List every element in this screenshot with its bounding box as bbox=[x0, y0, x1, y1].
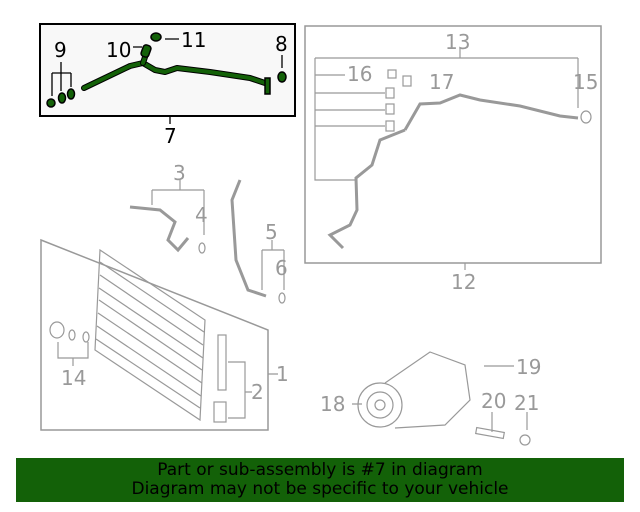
callout-8[interactable]: 8 bbox=[275, 32, 288, 56]
callout-12[interactable]: 12 bbox=[451, 270, 476, 294]
callout-1[interactable]: 1 bbox=[276, 362, 289, 386]
condenser-part-1 bbox=[49, 248, 278, 423]
callout-20[interactable]: 20 bbox=[481, 389, 506, 413]
callout-18[interactable]: 18 bbox=[320, 392, 345, 416]
part-12-box bbox=[304, 25, 602, 264]
banner-line-1: Part or sub-assembly is #7 in diagram bbox=[157, 460, 483, 480]
callout-11[interactable]: 11 bbox=[181, 28, 206, 52]
callout-9[interactable]: 9 bbox=[54, 38, 67, 62]
callout-leaders-7 bbox=[51, 38, 283, 124]
callout-14[interactable]: 14 bbox=[61, 366, 86, 390]
callout-19[interactable]: 19 bbox=[516, 355, 541, 379]
callout-15[interactable]: 15 bbox=[573, 70, 598, 94]
callout-10[interactable]: 10 bbox=[106, 38, 131, 62]
banner-line-2: Diagram may not be specific to your vehi… bbox=[131, 479, 509, 499]
callout-13[interactable]: 13 bbox=[445, 30, 470, 54]
discharge-hose-part-7[interactable] bbox=[46, 32, 287, 108]
callout-2[interactable]: 2 bbox=[251, 380, 264, 404]
callout-6[interactable]: 6 bbox=[275, 256, 288, 280]
callout-5[interactable]: 5 bbox=[265, 220, 278, 244]
callout-16[interactable]: 16 bbox=[347, 62, 372, 86]
liquid-tubes bbox=[129, 179, 286, 304]
callout-3[interactable]: 3 bbox=[173, 161, 186, 185]
condenser-box bbox=[40, 238, 269, 431]
compressor-part-18 bbox=[352, 351, 531, 446]
callout-7[interactable]: 7 bbox=[164, 124, 177, 148]
callout-17[interactable]: 17 bbox=[429, 70, 454, 94]
diagram-notice-banner: Part or sub-assembly is #7 in diagram Di… bbox=[16, 458, 624, 502]
callout-21[interactable]: 21 bbox=[514, 391, 539, 415]
suction-tube-part-12 bbox=[314, 48, 592, 270]
callout-4[interactable]: 4 bbox=[195, 203, 208, 227]
